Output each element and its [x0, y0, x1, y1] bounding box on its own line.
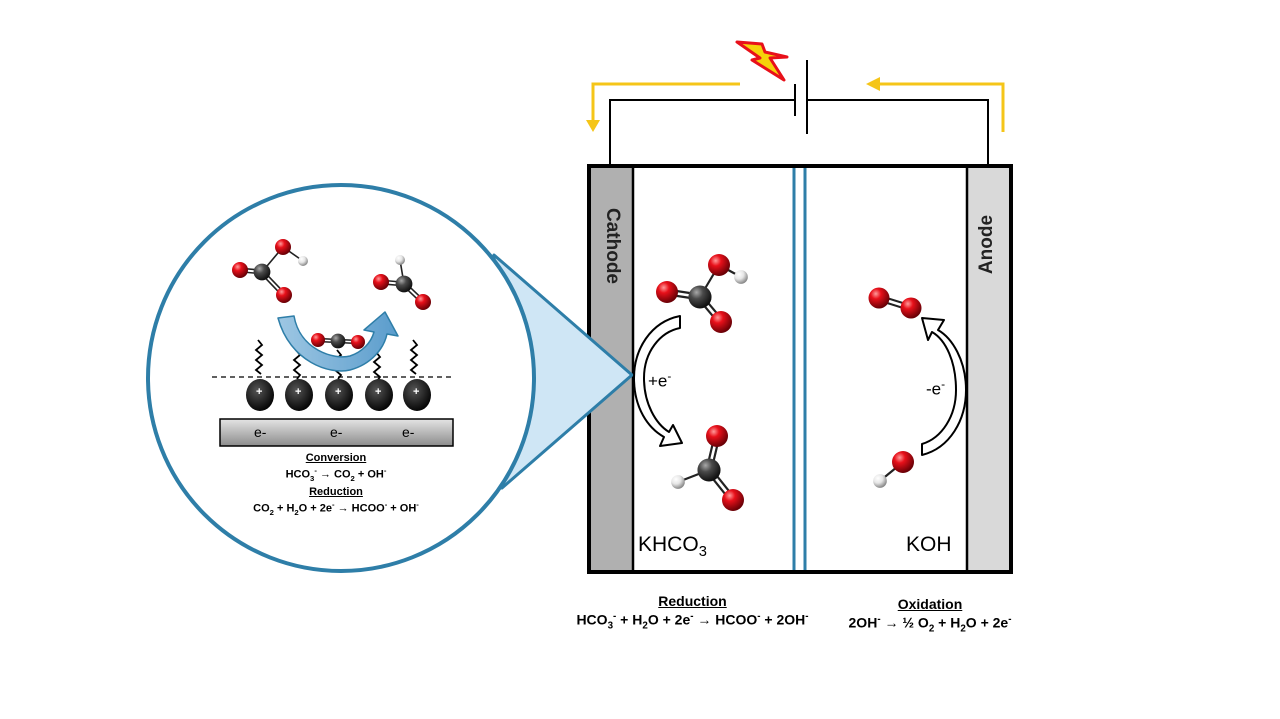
- inset-cation-charge-3: +: [335, 386, 342, 398]
- cation-1: [246, 379, 274, 411]
- inset-conversion-arrow: [277, 311, 399, 372]
- oxidation-equation-block: Oxidation 2OH- → ½ O2 + H2O + 2e-: [830, 596, 1030, 634]
- inset-cation-charge-2: +: [295, 386, 302, 398]
- bicarbonate-molecule-cell: [656, 254, 748, 333]
- oxygen-atom: [275, 239, 291, 255]
- hydrogen-atom: [395, 255, 405, 265]
- inset-cation-charge-4: +: [375, 386, 382, 398]
- external-circuit: [609, 60, 989, 165]
- formate-molecule-cell: [671, 425, 744, 511]
- anode-transfer-arrow: [921, 317, 967, 456]
- current-arrow-left: [591, 82, 740, 122]
- cation-2: [285, 379, 313, 411]
- oxygen-atom: [373, 274, 389, 290]
- lightning-bolt-icon: [735, 40, 789, 82]
- inset-conversion-equation: HCO3- → CO2 + OH-: [285, 466, 387, 483]
- cathode-transfer-arrow: [633, 315, 683, 447]
- inset-ring: [146, 183, 536, 573]
- carbon-atom: [395, 275, 413, 293]
- inset-cation-charge-5: +: [413, 386, 420, 398]
- oxygen-molecule-cell: [868, 287, 922, 319]
- oxidation-equation: 2OH- → ½ O2 + H2O + 2e-: [848, 614, 1012, 635]
- cation-5: [403, 379, 431, 411]
- inset-reduction-equation: CO2 + H2O + 2e- → HCOO- + OH-: [253, 499, 419, 517]
- current-arrow-right: [878, 82, 1005, 132]
- hydrogen-atom: [873, 474, 887, 488]
- hydroxide-molecule-cell: [873, 451, 914, 488]
- anode-transfer-label: -e-: [926, 377, 946, 399]
- battery-symbol-icon: [794, 60, 808, 134]
- inset-equation-block: Conversion HCO3- → CO2 + OH- Reduction C…: [236, 452, 436, 517]
- oxygen-atom: [708, 254, 730, 276]
- inset-conversion-heading: Conversion: [305, 452, 367, 464]
- inset-electron-label-2: e-: [330, 424, 343, 440]
- current-flow-arrows: [586, 77, 1005, 132]
- inset-electron-label-3: e-: [402, 424, 415, 440]
- oxygen-atom: [351, 335, 365, 349]
- reduction-equation: HCO3- + H2O + 2e- → HCOO- + 2OH-: [576, 611, 809, 632]
- reduction-equation-block: Reduction HCO3- + H2O + 2e- → HCOO- + 2O…: [540, 593, 845, 631]
- hydrogen-atom: [671, 475, 685, 489]
- carbon-dioxide-molecule-inset: [311, 333, 365, 349]
- anode-label: Anode: [976, 214, 997, 275]
- catholyte-label: KHCO3: [638, 533, 707, 561]
- molecules: [232, 239, 922, 511]
- inset-cations: [246, 379, 431, 411]
- inset-electrode-plate: [219, 418, 454, 447]
- inset-cation-charge-1: +: [256, 386, 263, 398]
- inset-reduction-heading: Reduction: [309, 485, 363, 498]
- oxygen-atom: [706, 425, 728, 447]
- oxygen-atom: [311, 333, 325, 347]
- hydrogen-atom: [734, 270, 748, 284]
- oxygen-atom: [415, 294, 431, 310]
- cation-3: [325, 379, 353, 411]
- reduction-heading: Reduction: [658, 593, 727, 609]
- cathode-transfer-label: +e-: [648, 369, 672, 391]
- inset-electron-label-1: e-: [254, 424, 267, 440]
- oxygen-atom: [276, 287, 292, 303]
- oxygen-atom: [656, 281, 678, 303]
- anolyte-label: KOH: [906, 533, 952, 556]
- carbon-atom: [253, 263, 271, 281]
- formate-molecule-inset: [373, 255, 431, 310]
- membrane: [792, 166, 807, 572]
- carbon-atom: [688, 285, 712, 309]
- anode-electrode: [967, 166, 1010, 572]
- oxygen-atom: [722, 489, 744, 511]
- hydrogen-atom: [298, 256, 308, 266]
- oxidation-heading: Oxidation: [897, 596, 963, 612]
- oxygen-atom: [892, 451, 914, 473]
- carbon-atom: [330, 333, 346, 349]
- carbon-atom: [697, 458, 721, 482]
- cathode-label: Cathode: [602, 208, 623, 284]
- cation-4: [365, 379, 393, 411]
- oxygen-atom: [900, 297, 922, 319]
- bicarbonate-molecule-inset: [232, 239, 308, 303]
- oxygen-atom: [232, 262, 248, 278]
- oxygen-atom: [710, 311, 732, 333]
- oxygen-atom: [868, 287, 890, 309]
